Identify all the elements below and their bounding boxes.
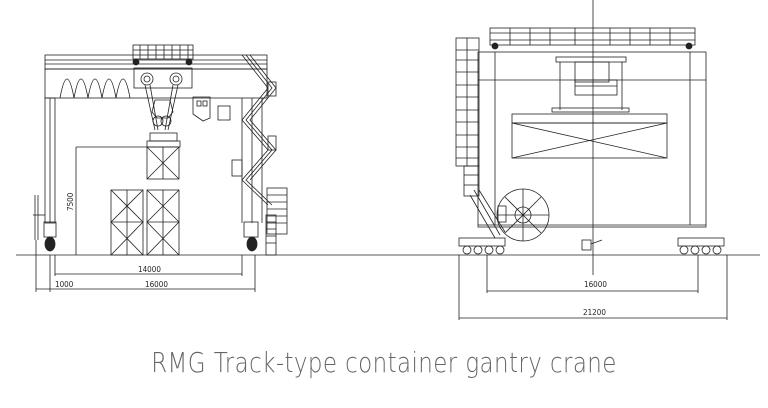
dim-overall-length-21200: 21200 [583,308,606,317]
dim-overhang-1000: 1000 [55,280,74,289]
dim-rail-span-14000: 14000 [138,265,161,274]
front-view: 7500 14000 1000 16000 [33,44,288,292]
dim-overall-span-16000: 16000 [145,280,168,289]
side-view: 16000 21200 [455,0,728,320]
drawing-caption: RMG Track-type container gantry crane [151,346,617,379]
dim-wheelbase-16000: 16000 [584,280,607,289]
dim-height-7500: 7500 [66,192,75,211]
